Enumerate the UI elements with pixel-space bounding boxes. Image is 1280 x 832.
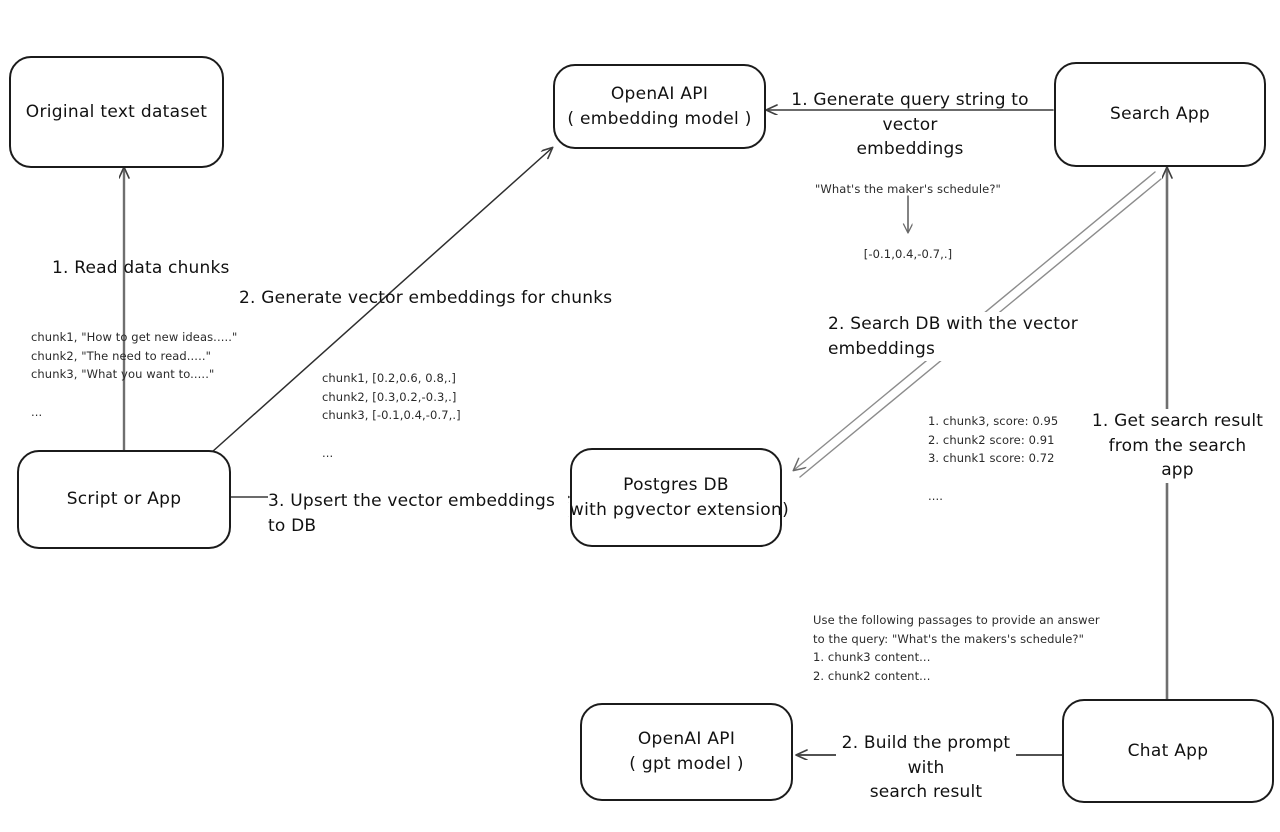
note-query-text: "What's the maker's schedule?" — [815, 182, 1001, 196]
node-openai-api-embedding-model-line2: ( embedding model ) — [567, 108, 752, 129]
edge-label-generate-vector-embeddings: 2. Generate vector embeddings for chunks — [239, 288, 613, 308]
node-script-or-app-label: Script or App — [66, 489, 182, 510]
node-openai-api-embedding-model[interactable]: OpenAI API ( embedding model ) — [553, 64, 766, 149]
note-raw-chunks: chunk1, "How to get new ideas....." chun… — [31, 330, 238, 419]
edge-label-upsert-to-db: 3. Upsert the vector embeddings to DB — [268, 489, 568, 539]
node-search-app[interactable]: Search App — [1054, 62, 1266, 167]
node-openai-api-gpt-model[interactable]: OpenAI API ( gpt model ) — [580, 703, 793, 801]
node-postgres-db[interactable]: Postgres DB (with pgvector extension) — [563, 448, 789, 547]
note-prompt-text: Use the following passages to provide an… — [813, 613, 1100, 683]
edge-label-build-prompt: 2. Build the prompt with search result — [836, 731, 1016, 805]
node-openai-api-gpt-model-line1: OpenAI API — [637, 729, 736, 750]
edge-label-generate-query-string: 1. Generate query string to vector embed… — [791, 90, 1029, 160]
node-original-text-dataset-label: Original text dataset — [25, 101, 208, 122]
node-openai-api-embedding-model-line1: OpenAI API — [610, 83, 709, 104]
node-openai-api-gpt-model-line2: ( gpt model ) — [629, 754, 744, 774]
node-original-text-dataset[interactable]: Original text dataset — [9, 56, 224, 168]
note-chunk-embeddings: chunk1, [0.2,0.6, 0.8,.] chunk2, [0.3,0.… — [322, 371, 461, 460]
node-postgres-db-line2: (with pgvector extension) — [562, 499, 790, 520]
edge-label-read-data-chunks: 1. Read data chunks — [52, 258, 230, 278]
node-postgres-db-line1: Postgres DB — [623, 474, 729, 495]
note-search-results: 1. chunk3, score: 0.95 2. chunk2 score: … — [928, 414, 1059, 503]
node-chat-app-label: Chat App — [1127, 740, 1209, 761]
edge-label-get-search-result: 1. Get search result from the search app — [1090, 409, 1265, 483]
node-chat-app[interactable]: Chat App — [1062, 699, 1274, 803]
node-script-or-app[interactable]: Script or App — [17, 450, 231, 549]
note-query-vector: [-0.1,0.4,-0.7,.] — [863, 247, 953, 261]
node-search-app-label: Search App — [1109, 104, 1211, 125]
edge-label-search-db: 2. Search DB with the vector embeddings — [828, 312, 1128, 362]
